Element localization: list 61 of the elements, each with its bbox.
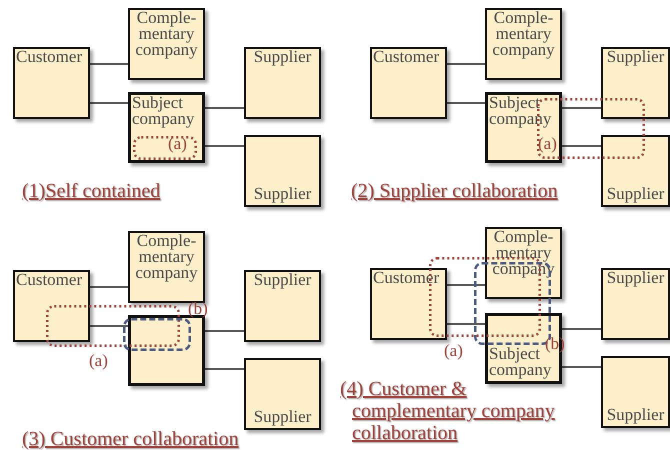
marker-label: (a) (444, 342, 463, 360)
connector-line (205, 330, 244, 332)
box-label: Customer (15, 272, 84, 288)
connector-line (562, 366, 601, 368)
connector-line (90, 286, 128, 288)
connector-line (447, 323, 485, 325)
connector-line (90, 325, 128, 327)
panel-title: (1)Self contained (22, 180, 160, 202)
entity-box (485, 227, 562, 299)
entity-box (601, 135, 670, 207)
box-label: Comple- mentary company (134, 233, 199, 281)
entity-box (128, 8, 205, 80)
box-label: Supplier (252, 186, 312, 205)
connector-line (205, 145, 244, 147)
entity-box (244, 135, 321, 207)
box-label: Supplier (606, 49, 666, 65)
connector-line (447, 63, 485, 65)
panel-title: (4) Customer & complementary company collaboration (340, 378, 556, 444)
box-label: Comple- mentary company (491, 10, 556, 58)
box-label: Customer (372, 270, 440, 286)
entity-box (370, 47, 447, 119)
connector-line (562, 107, 601, 109)
box-label: Subject company (488, 95, 552, 127)
marker-label: (a) (89, 352, 108, 370)
connector-line (562, 145, 601, 147)
connector-line (205, 368, 244, 370)
entity-box (601, 47, 670, 119)
entity-box (370, 268, 447, 340)
entity-box (601, 268, 670, 340)
entity-box (244, 47, 321, 119)
box-label: Customer (372, 49, 440, 65)
entity-box (128, 231, 205, 303)
connector-line (562, 328, 601, 330)
connector-line (90, 63, 128, 65)
entity-box (128, 92, 205, 163)
entity-box (13, 270, 90, 342)
box-label: Supplier (252, 409, 312, 428)
marker-label: (a) (168, 135, 187, 153)
marker-label: (a) (538, 135, 557, 153)
connector-line (90, 102, 128, 104)
entity-box (601, 356, 670, 428)
box-label: Customer (15, 49, 84, 65)
entity-box (244, 358, 321, 430)
box-label: Supplier (606, 270, 666, 286)
box-label: Supplier (606, 407, 666, 426)
box-label: Subject company (131, 95, 196, 127)
panel-title: (3) Customer collaboration (22, 428, 239, 450)
connector-line (447, 284, 485, 286)
connector-line (447, 102, 485, 104)
box-label: Supplier (252, 49, 312, 65)
box-label: Supplier (252, 272, 312, 288)
box-label: Supplier (606, 186, 666, 205)
box-label: Comple- mentary company (134, 10, 199, 58)
panel-title: (2) Supplier collaboration (351, 180, 558, 202)
marker-label: (b) (188, 300, 208, 318)
entity-box (485, 313, 562, 384)
entity-box (244, 270, 321, 342)
entity-box (13, 47, 90, 119)
entity-box (485, 92, 562, 163)
entity-box (485, 8, 562, 80)
connector-line (205, 107, 244, 109)
